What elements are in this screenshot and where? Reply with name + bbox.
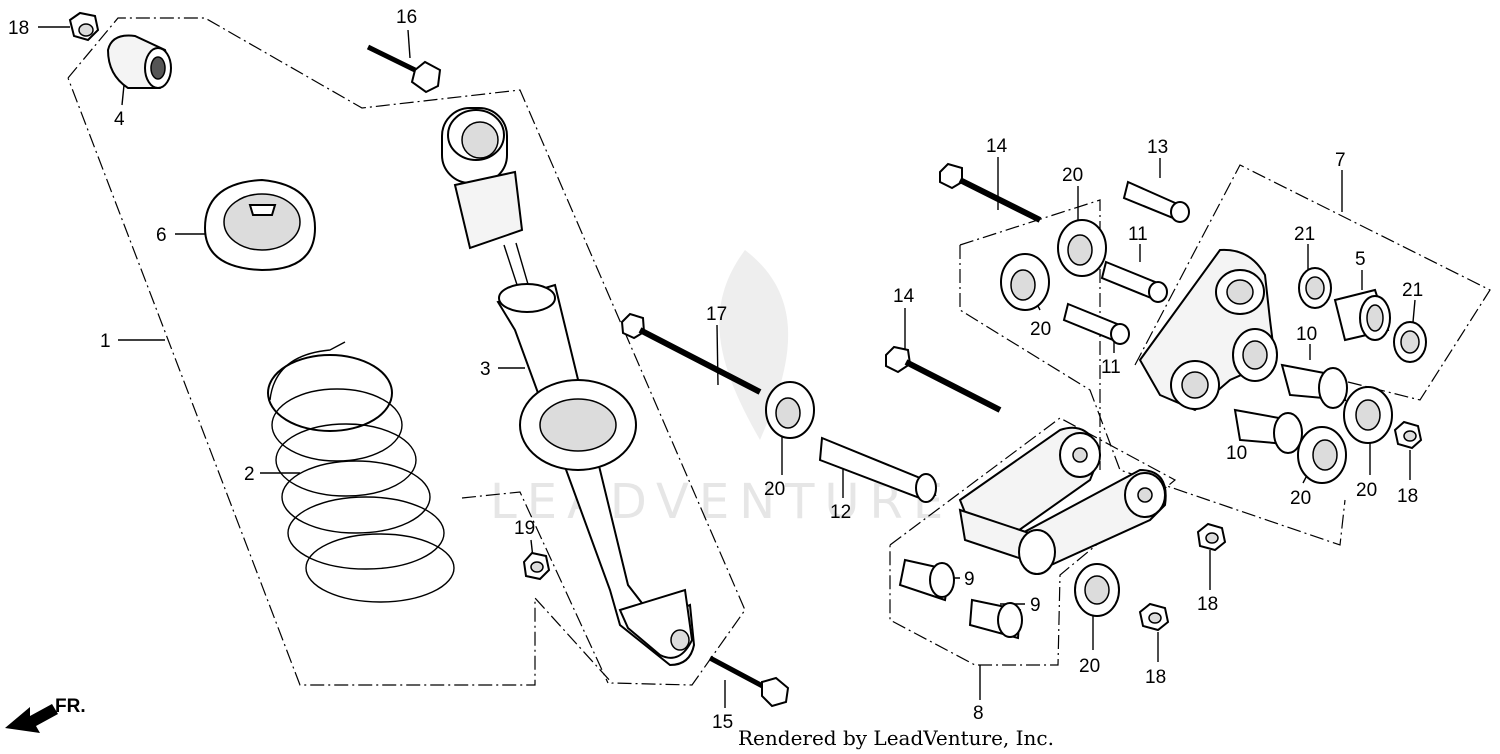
callout-21: 21 bbox=[1294, 224, 1315, 245]
part-9-bushing-lower[interactable] bbox=[968, 598, 1023, 640]
callout-18: 18 bbox=[8, 18, 29, 39]
callout-11: 11 bbox=[1128, 224, 1148, 245]
callout-20: 20 bbox=[1290, 488, 1311, 509]
callout-15: 15 bbox=[712, 712, 733, 733]
watermark: LEADVENTURE bbox=[490, 250, 953, 530]
credit-text: Rendered by LeadVenture, Inc. bbox=[738, 726, 1054, 750]
callout-21: 21 bbox=[1402, 280, 1423, 301]
part-13-collar[interactable] bbox=[1122, 180, 1190, 223]
callout-labels: 18 4 6 1 2 3 16 17 19 15 20 12 14 14 20 … bbox=[8, 7, 1423, 733]
callout-20: 20 bbox=[764, 479, 785, 500]
part-14-bolt-lower[interactable] bbox=[885, 345, 1002, 413]
part-18-nut-bottom[interactable] bbox=[1138, 602, 1170, 632]
part-20-washer-upper[interactable] bbox=[1057, 219, 1107, 277]
part-20-washer-right-upper[interactable] bbox=[1343, 386, 1393, 444]
callout-10: 10 bbox=[1226, 443, 1247, 464]
callout-9: 9 bbox=[964, 569, 975, 590]
part-20-washer-right-lower[interactable] bbox=[1297, 426, 1347, 484]
front-direction-arrow: FR. bbox=[5, 696, 86, 733]
part-2-coil-spring[interactable] bbox=[267, 341, 455, 603]
callout-19: 19 bbox=[514, 518, 535, 539]
part-9-bushing-upper[interactable] bbox=[898, 558, 955, 602]
callout-2: 2 bbox=[244, 464, 255, 485]
part-10-bearing-lower[interactable] bbox=[1233, 408, 1303, 454]
callout-20: 20 bbox=[1062, 165, 1083, 186]
callout-20: 20 bbox=[1030, 319, 1051, 340]
callout-18: 18 bbox=[1397, 486, 1418, 507]
part-18-nut-top-left[interactable] bbox=[68, 11, 100, 42]
callout-11: 11 bbox=[1101, 357, 1121, 378]
part-20-washer-center[interactable] bbox=[765, 381, 815, 439]
part-14-bolt-upper[interactable] bbox=[939, 162, 1042, 223]
callout-3: 3 bbox=[480, 359, 491, 380]
part-20-washer-left[interactable] bbox=[1000, 253, 1050, 311]
callout-16: 16 bbox=[396, 7, 417, 28]
callout-6: 6 bbox=[156, 225, 167, 246]
callout-10: 10 bbox=[1296, 324, 1317, 345]
callout-9: 9 bbox=[1030, 595, 1041, 616]
callout-12: 12 bbox=[830, 502, 851, 523]
part-5-bearing[interactable] bbox=[1333, 288, 1391, 342]
callout-20: 20 bbox=[1079, 656, 1100, 677]
part-12-collar[interactable] bbox=[818, 436, 937, 503]
part-11-collar-upper[interactable] bbox=[1100, 260, 1168, 303]
callout-14: 14 bbox=[893, 286, 915, 307]
part-7-cushion-arm[interactable] bbox=[1138, 248, 1278, 412]
part-3-shock-absorber[interactable] bbox=[441, 107, 696, 667]
part-18-nut-middle[interactable] bbox=[1196, 522, 1227, 552]
callout-18: 18 bbox=[1145, 667, 1166, 688]
callout-14: 14 bbox=[986, 136, 1008, 157]
part-11-collar-lower[interactable] bbox=[1062, 302, 1130, 345]
callout-18: 18 bbox=[1197, 594, 1218, 615]
part-6-spring-seat[interactable] bbox=[203, 178, 317, 272]
part-18-nut-right[interactable] bbox=[1393, 420, 1423, 450]
callout-8: 8 bbox=[973, 703, 984, 724]
part-8-connecting-rod[interactable] bbox=[958, 426, 1167, 575]
part-17-long-bolt[interactable] bbox=[620, 312, 762, 395]
callout-17: 17 bbox=[706, 304, 727, 325]
part-16-bolt[interactable] bbox=[366, 44, 442, 94]
callout-1: 1 bbox=[100, 331, 111, 352]
callout-20: 20 bbox=[1356, 480, 1377, 501]
front-arrow-label: FR. bbox=[55, 696, 86, 717]
callout-7: 7 bbox=[1335, 150, 1346, 171]
part-10-bearing-upper[interactable] bbox=[1280, 363, 1348, 409]
part-4-rubber-bushing[interactable] bbox=[106, 34, 172, 89]
part-15-bolt[interactable] bbox=[708, 655, 790, 708]
callout-5: 5 bbox=[1355, 249, 1366, 270]
part-20-washer-bottom[interactable] bbox=[1074, 563, 1120, 617]
part-19-nut[interactable] bbox=[522, 551, 551, 581]
assembly-outlines bbox=[67, 17, 1491, 686]
part-21-seal-lower[interactable] bbox=[1393, 321, 1427, 363]
watermark-text: LEADVENTURE bbox=[490, 474, 953, 530]
callout-13: 13 bbox=[1147, 137, 1168, 158]
callout-4: 4 bbox=[114, 109, 125, 130]
part-21-seal-upper[interactable] bbox=[1298, 267, 1332, 309]
